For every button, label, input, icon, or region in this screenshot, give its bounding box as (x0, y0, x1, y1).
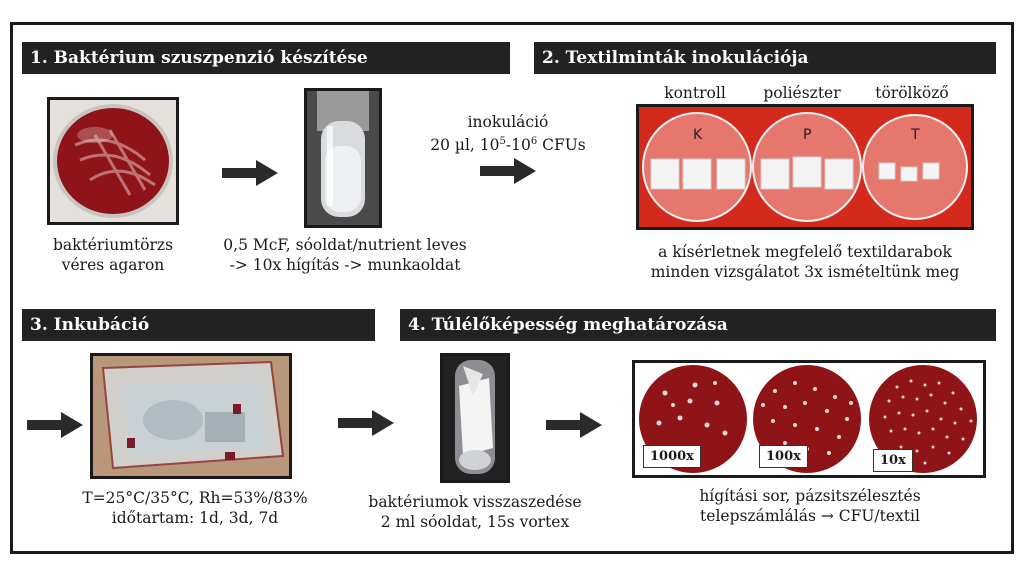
vortex-caption: baktériumok visszaszedése 2 ml sóoldat, … (355, 492, 595, 532)
plate-caption: baktériumtörzs véres agaron (38, 235, 188, 275)
dilution-label-1000x: 1000x (643, 445, 701, 468)
inoculation-volume: 20 µl, 10 (430, 136, 500, 155)
inoculation-line2: 20 µl, 105-106 CFUs (418, 132, 598, 155)
plate-caption-line1: baktériumtörzs (52, 236, 174, 254)
vortex-tube-photo (440, 353, 510, 483)
tube-caption-line2: -> 10x hígítás -> munkaoldat (229, 256, 461, 274)
dish-mark-t: T (910, 127, 920, 143)
step3-header: 3. Inkubáció (22, 309, 375, 341)
counting-caption-line1: hígítási sor, pázsitszélesztés (699, 487, 921, 505)
step4-header: 4. Túlélőképesség meghatározása (400, 309, 996, 341)
incubation-caption-line1: T=25°C/35°C, Rh=53%/83% (82, 489, 308, 507)
dilution-label-100x: 100x (759, 445, 808, 468)
step1-header: 1. Baktérium szuszpenzió készítése (22, 42, 510, 74)
inoculation-line1: inokuláció (467, 113, 549, 131)
counting-caption: hígítási sor, pázsitszélesztés telepszám… (660, 486, 960, 526)
label-poliészter: poliészter (763, 84, 841, 102)
step2-header: 2. Textilminták inokulációja (534, 42, 996, 74)
incubation-box-photo (90, 353, 292, 479)
inoculation-unit: CFUs (537, 136, 586, 155)
textile-caption-line1: a kísérletnek megfelelő textildarabok (658, 243, 952, 261)
inoculation-exp2: 6 (530, 136, 538, 147)
blood-agar-plate-photo (47, 97, 179, 225)
dish-mark-p: P (803, 127, 811, 143)
textile-dishes-photo: K P T (636, 104, 974, 230)
inoculation-dash: -10 (505, 136, 531, 155)
step3-title: 3. Inkubáció (30, 315, 150, 335)
arrow-right-icon (480, 158, 536, 184)
step4-title: 4. Túlélőképesség meghatározása (408, 315, 728, 335)
arrow-right-icon (27, 412, 83, 438)
plate-caption-line2: véres agaron (61, 256, 165, 274)
vortex-caption-line1: baktériumok visszaszedése (368, 493, 582, 511)
diagram-frame (10, 22, 1014, 554)
arrow-right-icon (338, 410, 394, 436)
tube-caption: 0,5 McF, sóoldat/nutrient leves -> 10x h… (205, 235, 485, 275)
label-törölköző: törölköző (875, 84, 949, 102)
dish-mark-k: K (693, 127, 703, 143)
textile-caption-line2: minden vizsgálatot 3x ismételtünk meg (650, 263, 960, 281)
inoculation-label: inokuláció 20 µl, 105-106 CFUs (418, 112, 598, 155)
test-tube-photo (304, 88, 382, 228)
inoculation-exp1: 5 (499, 136, 506, 147)
dilution-label-10x: 10x (873, 449, 913, 472)
incubation-caption-line2: időtartam: 1d, 3d, 7d (111, 509, 279, 527)
counting-caption-line2: telepszámlálás → CFU/textil (700, 507, 920, 525)
arrow-right-icon (546, 412, 602, 438)
colony-plates-photo: 1000x 100x 10x (632, 360, 986, 478)
label-kontroll: kontroll (664, 84, 726, 102)
incubation-caption: T=25°C/35°C, Rh=53%/83% időtartam: 1d, 3… (45, 488, 345, 528)
vortex-caption-line2: 2 ml sóoldat, 15s vortex (380, 513, 570, 531)
tube-caption-line1: 0,5 McF, sóoldat/nutrient leves (223, 236, 467, 254)
step1-title: 1. Baktérium szuszpenzió készítése (30, 48, 368, 68)
textile-caption: a kísérletnek megfelelő textildarabok mi… (615, 242, 995, 282)
step2-title: 2. Textilminták inokulációja (542, 48, 809, 68)
arrow-right-icon (222, 160, 278, 186)
